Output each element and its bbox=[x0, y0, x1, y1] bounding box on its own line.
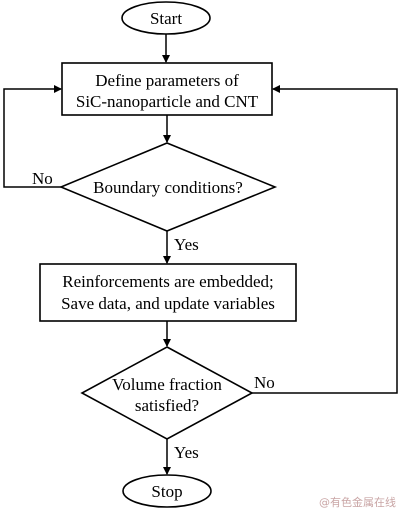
edge-volume-no-loop bbox=[252, 85, 398, 394]
define-parameters-node: Define parameters of SiC-nanoparticle an… bbox=[61, 62, 273, 116]
reinforcements-node: Reinforcements are embedded; Save data, … bbox=[39, 263, 297, 322]
reinforcements-line1: Reinforcements are embedded; bbox=[62, 272, 273, 291]
volume-yes-label: Yes bbox=[174, 443, 199, 462]
define-parameters-line2: SiC-nanoparticle and CNT bbox=[76, 92, 259, 111]
watermark-text: @有色金属在线 bbox=[319, 495, 396, 509]
volume-fraction-line2: satisfied? bbox=[135, 396, 199, 415]
edge-boundary-no-loop bbox=[3, 85, 62, 188]
start-label: Start bbox=[150, 9, 182, 28]
stop-node: Stop bbox=[122, 474, 212, 508]
start-node: Start bbox=[121, 1, 211, 35]
boundary-conditions-label: Boundary conditions? bbox=[93, 178, 243, 197]
volume-fraction-node: Volume fraction satisfied? bbox=[80, 346, 254, 440]
volume-no-label: No bbox=[254, 373, 275, 392]
stop-label: Stop bbox=[151, 482, 182, 501]
boundary-conditions-node: Boundary conditions? bbox=[58, 142, 278, 232]
volume-fraction-line1: Volume fraction bbox=[112, 375, 222, 394]
boundary-yes-label: Yes bbox=[174, 235, 199, 254]
reinforcements-line2: Save data, and update variables bbox=[61, 294, 275, 313]
boundary-no-label: No bbox=[32, 169, 53, 188]
define-parameters-line1: Define parameters of bbox=[95, 71, 239, 90]
